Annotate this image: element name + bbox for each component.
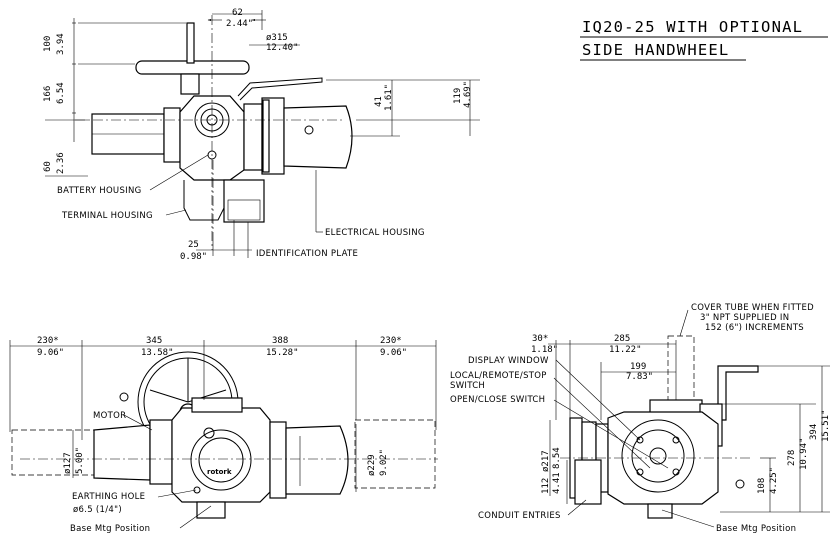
label-motor: MOTOR xyxy=(93,411,126,421)
dim-230b-in: 9.06" xyxy=(380,348,407,358)
handwheel-spindle xyxy=(186,22,195,64)
top-terminal-housing xyxy=(223,179,265,223)
dim-388-mm: 388 xyxy=(272,336,288,346)
dim-166-mm: 166 xyxy=(43,86,53,102)
label-cover-tube-3: 152 (6") INCREMENTS xyxy=(705,323,804,333)
dim-30-mm: 30* xyxy=(532,334,548,344)
title-line-1: IQ20-25 WITH OPTIONAL xyxy=(582,18,803,36)
dim-112-in: 4.41 xyxy=(552,472,562,494)
dim-285-in: 11.22" xyxy=(609,345,642,355)
label-electrical-housing: ELECTRICAL HOUSING xyxy=(325,228,425,238)
dim-229-in: 9.02" xyxy=(379,449,389,476)
dim-345-in: 13.58" xyxy=(141,348,174,358)
label-terminal-housing: TERMINAL HOUSING xyxy=(61,211,153,221)
label-cover-tube-2: 3" NPT SUPPLIED IN xyxy=(700,313,789,323)
label-earthing-size: ø6.5 (1/4") xyxy=(73,505,122,515)
dim-315-mm: ø315 xyxy=(266,33,288,43)
front-electrical-housing xyxy=(285,425,349,495)
dim-199-in: 7.83" xyxy=(626,372,653,382)
dim-127-mm: ø127 xyxy=(63,452,73,474)
dim-108-mm: 108 xyxy=(757,478,767,494)
title-block: IQ20-25 WITH OPTIONAL SIDE HANDWHEEL xyxy=(580,18,828,61)
dim-166-in: 6.54 xyxy=(56,82,66,104)
dim-230b-mm: 230* xyxy=(380,336,402,346)
dim-62-in: 2.44" xyxy=(226,19,253,29)
label-base-mtg-side: Base Mtg Position xyxy=(716,524,796,534)
dim-25-mm: 25 xyxy=(188,240,199,250)
top-electrical-housing xyxy=(283,105,353,169)
front-main-body xyxy=(171,407,271,503)
dim-285-mm: 285 xyxy=(614,334,630,344)
dim-41-mm: 41 xyxy=(374,96,384,107)
dim-230a-mm: 230* xyxy=(37,336,59,346)
top-view: 62 2.44" ø315 12.40" 100 3.94 166 6.54 6… xyxy=(43,8,480,262)
dim-62-mm: 62 xyxy=(232,8,243,18)
label-cover-tube-1: COVER TUBE WHEN FITTED xyxy=(691,303,814,313)
title-line-2: SIDE HANDWHEEL xyxy=(582,41,729,59)
dim-217-mm: ø217 xyxy=(541,450,551,472)
dim-345-mm: 345 xyxy=(146,336,162,346)
dim-199-mm: 199 xyxy=(630,362,646,372)
dim-278-in: 10.94" xyxy=(799,437,809,470)
label-local-remote-2: SWITCH xyxy=(450,381,485,391)
label-identification-plate: IDENTIFICATION PLATE xyxy=(256,249,358,259)
label-open-close: OPEN/CLOSE SWITCH xyxy=(450,395,545,405)
label-base-mtg-front: Base Mtg Position xyxy=(70,524,150,534)
label-local-remote-1: LOCAL/REMOTE/STOP xyxy=(450,371,547,381)
dim-230a-in: 9.06" xyxy=(37,348,64,358)
dim-229-mm: ø229 xyxy=(367,454,377,476)
dim-394-mm: 394 xyxy=(809,424,819,440)
dim-41-in: 1.61" xyxy=(384,84,394,111)
dim-388-in: 15.28" xyxy=(266,348,299,358)
label-display-window: DISPLAY WINDOW xyxy=(468,356,549,366)
dim-119-mm: 119 xyxy=(453,88,463,104)
dim-108-in: 4.25" xyxy=(769,467,779,494)
label-conduit-entries: CONDUIT ENTRIES xyxy=(478,511,561,521)
dim-278-mm: 278 xyxy=(787,450,797,466)
dim-394-in: 15.51" xyxy=(821,409,831,442)
dim-119-in: 4.69" xyxy=(463,81,473,108)
front-motor xyxy=(93,424,151,481)
side-view: 30* 1.18" 285 11.22" 199 7.83" COVER TUB… xyxy=(450,303,831,534)
dim-100-in: 3.94 xyxy=(56,33,66,55)
label-earthing-hole: EARTHING HOLE xyxy=(72,492,145,502)
dim-127-in: 5.00" xyxy=(75,447,85,474)
label-battery-housing: BATTERY HOUSING xyxy=(57,186,142,196)
dim-30-in: 1.18" xyxy=(531,345,558,355)
front-view: rotork 230* 9.06" 345 13.58" 388 15.28" … xyxy=(9,336,438,534)
dim-60-in: 2.36 xyxy=(56,152,66,174)
dim-60-mm: 60 xyxy=(43,161,53,172)
handwheel-shaft xyxy=(180,73,200,95)
dim-217-in: 8.54 xyxy=(552,447,562,469)
brand-logo: rotork xyxy=(207,468,232,476)
dim-315-in: 12.40" xyxy=(266,43,299,53)
dim-25-in: 0.98" xyxy=(180,252,207,262)
dim-112-mm: 112 xyxy=(541,478,551,494)
dim-100-mm: 100 xyxy=(43,36,53,52)
